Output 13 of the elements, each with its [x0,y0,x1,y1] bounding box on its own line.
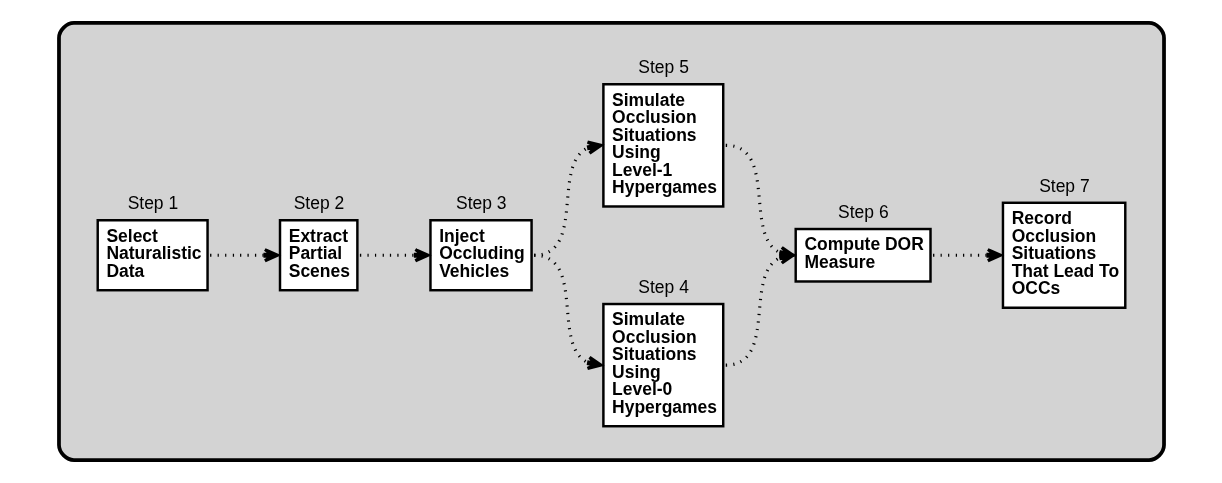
node-label: Step 7 [1038,175,1090,196]
node-label: Step 2 [293,193,344,214]
node-label: Step 4 [637,276,689,297]
node-label: Step 3 [455,193,507,214]
node-label: Step 6 [837,202,889,223]
node-label: Step 1 [127,193,178,214]
arrow [932,248,1002,263]
arrow [359,248,429,263]
arrow [725,143,795,261]
cluster [56,21,1166,462]
node-label: Step 5 [637,57,689,78]
arrow [209,248,279,263]
arrow [533,140,602,257]
